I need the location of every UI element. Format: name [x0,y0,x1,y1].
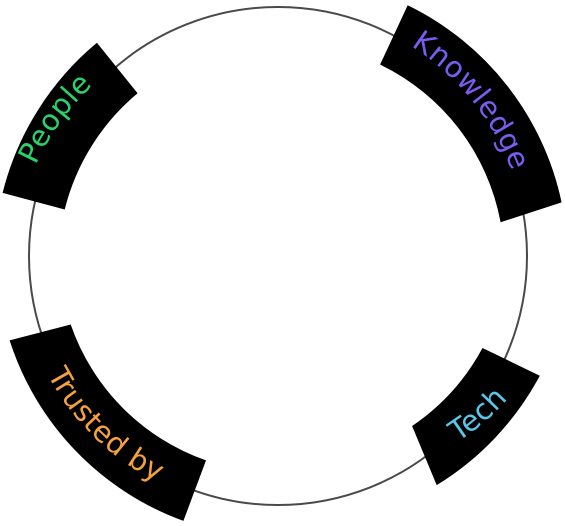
badge-tech: Tech [412,348,540,486]
label-knowledge: Knowledge [407,24,537,174]
badge-knowledge: Knowledge [380,5,562,223]
badge-people-shape [2,42,138,210]
badge-trusted-by-shape [9,324,206,521]
badge-tech-shape [412,348,540,486]
svg-text:Knowledge: Knowledge [407,24,537,174]
outer-ring [28,6,528,506]
badge-trusted-by: Trusted by [9,324,206,521]
badge-knowledge-shape [380,5,562,223]
badge-people: People [2,42,138,210]
